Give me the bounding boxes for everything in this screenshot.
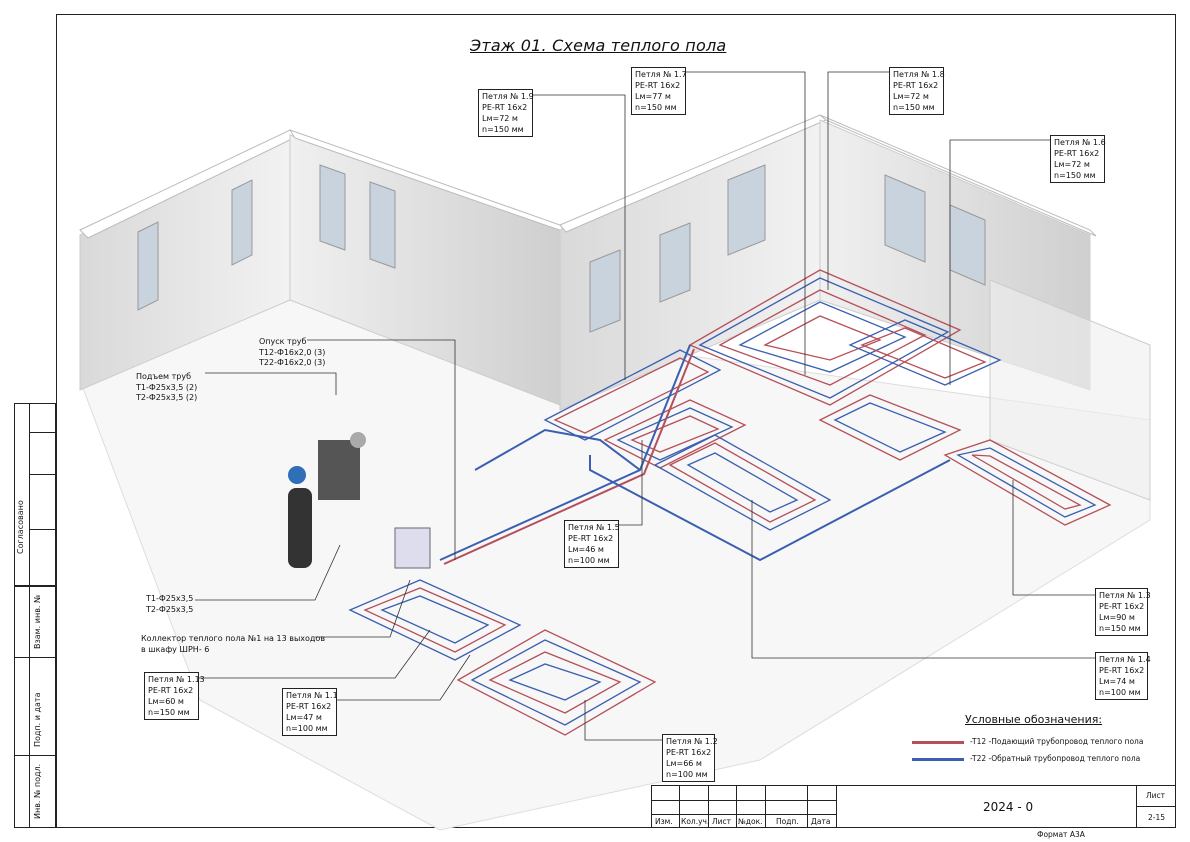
side-approvals-box: Согласовано <box>14 403 56 586</box>
heating-loop-1-6 <box>848 319 1002 386</box>
agreed-label: Согласовано <box>16 500 25 554</box>
legend-item-return: -T22 -Обратный трубопровод теплого пола <box>912 754 1140 763</box>
drawing-title: Этаж 01. Схема теплого пола <box>470 36 727 55</box>
col-izm: Изм. <box>655 817 673 826</box>
sheet-number: 2-15 <box>1148 813 1166 822</box>
heating-loop-1-4 <box>653 434 832 531</box>
supply-line-swatch <box>912 740 964 744</box>
drawing-frame <box>56 14 1176 828</box>
col-list: Лист <box>712 817 732 826</box>
boiler-equipment <box>288 432 431 569</box>
legend-title: Условные обозначения: <box>965 713 1103 726</box>
inv-orig-label: Инв. № подл. <box>33 763 42 819</box>
title-block: Изм. Кол.уч. Лист №док. Подп. Дата 2024 … <box>651 785 1176 828</box>
leader-lines <box>195 71 1097 741</box>
drawing-code: 2024 - 0 <box>983 800 1034 814</box>
side-inventory-box: Взам. инв. № Подп. и дата Инв. № подл. <box>14 586 56 828</box>
heating-loop-1-9 <box>543 349 722 441</box>
side-wall-right-top <box>819 114 1097 237</box>
legend-item-supply: -T12 -Подающий трубопровод теплого пола <box>912 737 1143 746</box>
col-koluch: Кол.уч. <box>681 817 710 826</box>
right-room-translucent <box>989 279 1151 501</box>
col-data: Дата <box>811 817 831 826</box>
return-line-swatch <box>912 757 964 761</box>
col-ndok: №док. <box>738 817 763 826</box>
heating-loop-1-7 <box>818 394 962 461</box>
sign-date-label: Подп. и дата <box>33 692 42 748</box>
heating-loop-1-8 <box>688 269 962 406</box>
inv-replace-label: Взам. инв. № <box>33 594 42 649</box>
format-label: Формат А3А <box>1037 830 1085 839</box>
col-podp: Подп. <box>776 817 799 826</box>
heating-loop-1-1-1-2 <box>456 629 657 736</box>
windows-left <box>137 164 396 311</box>
heating-loop-1-3 <box>943 439 1112 526</box>
windows-right <box>589 164 986 333</box>
main-pipe-run <box>439 344 951 565</box>
sheet-label: Лист <box>1146 791 1166 800</box>
